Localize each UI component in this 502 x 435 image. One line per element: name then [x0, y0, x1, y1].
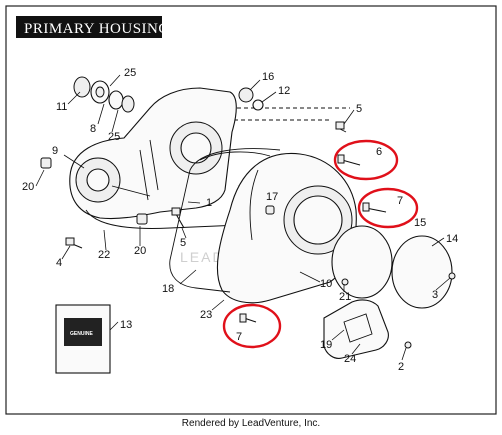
callout-7[interactable]: 7 [397, 195, 403, 207]
bearing [238, 87, 254, 103]
diagram-title: PRIMARY HOUSING [24, 21, 170, 37]
dowel-sleeve [136, 213, 148, 225]
inspection-gasket [343, 313, 373, 343]
callout-22[interactable]: 22 [98, 249, 110, 261]
callout-9[interactable]: 9 [52, 145, 58, 157]
callout-25[interactable]: 25 [124, 67, 136, 79]
callout-10[interactable]: 10 [320, 278, 332, 290]
callout-7[interactable]: 7 [236, 331, 242, 343]
callout-8[interactable]: 8 [90, 123, 96, 135]
screws [65, 121, 456, 349]
callout-5[interactable]: 5 [356, 103, 362, 115]
callout-2[interactable]: 2 [398, 361, 404, 373]
callout-4[interactable]: 4 [56, 257, 62, 269]
callout-16[interactable]: 16 [262, 71, 274, 83]
callout-12[interactable]: 12 [278, 85, 290, 97]
callout-23[interactable]: 23 [200, 309, 212, 321]
gasket-kit-package: GENUINE [55, 304, 111, 374]
footer-credit: Rendered by LeadVenture, Inc. [181, 418, 321, 429]
callout-5[interactable]: 5 [180, 237, 186, 249]
dowel-sleeve [265, 205, 275, 215]
package-label: GENUINE [70, 331, 93, 337]
callout-1[interactable]: 1 [206, 197, 212, 209]
callout-20[interactable]: 20 [134, 245, 146, 257]
callout-18[interactable]: 18 [162, 283, 174, 295]
highlight-ring-6 [333, 139, 399, 181]
highlight-ring-7-lower [222, 303, 282, 349]
bearing-stack [73, 76, 135, 113]
inner-primary-housing [69, 87, 237, 220]
callout-11[interactable]: 11 [56, 101, 67, 113]
callout-21[interactable]: 21 [339, 291, 351, 303]
leader-lines [35, 74, 451, 361]
cover-gasket [169, 148, 281, 293]
seal [252, 99, 264, 111]
callout-24[interactable]: 24 [344, 353, 356, 365]
callout-3[interactable]: 3 [432, 289, 438, 301]
callout-19[interactable]: 19 [320, 339, 332, 351]
clutch-inspection-gasket [331, 225, 393, 299]
dowel-sleeve [40, 157, 52, 169]
callout-25[interactable]: 25 [108, 131, 120, 143]
derby-cover [391, 235, 453, 309]
callout-14[interactable]: 14 [446, 233, 458, 245]
diagram-frame [5, 5, 497, 415]
highlight-ring-7-upper [357, 187, 419, 229]
callout-6[interactable]: 6 [376, 146, 382, 158]
inspection-cover [323, 299, 389, 359]
callout-13[interactable]: 13 [120, 319, 132, 331]
gasket-edge [85, 209, 241, 229]
title-banner [16, 16, 162, 38]
callout-15[interactable]: 15 [414, 217, 426, 229]
callout-20[interactable]: 20 [22, 181, 34, 193]
callout-17[interactable]: 17 [266, 191, 278, 203]
